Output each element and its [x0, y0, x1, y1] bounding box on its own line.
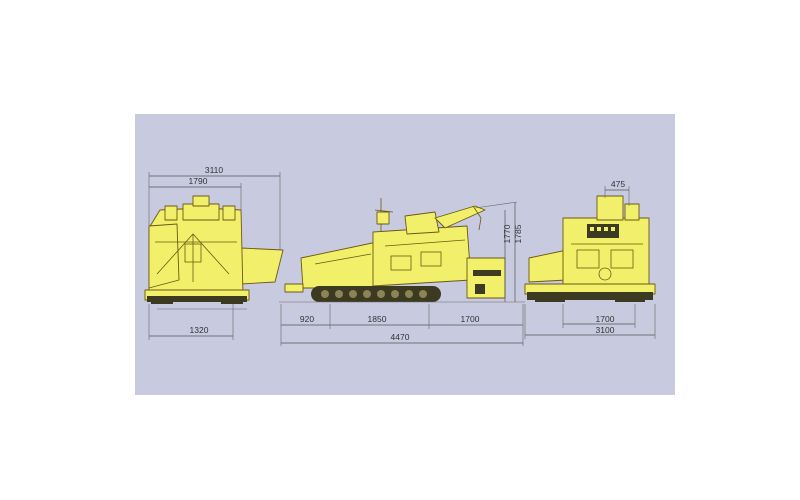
dim-label-920: 920	[300, 314, 314, 324]
dim-label-1320: 1320	[190, 325, 209, 335]
rear-view: 475 1700 3100	[524, 179, 656, 339]
dim-label-1700-rear: 1700	[596, 314, 615, 324]
front-view-dimensions	[148, 172, 281, 340]
side-view: 1770 1785 920 1850 1700 4470	[279, 198, 525, 346]
side-view-dimensions	[279, 201, 525, 346]
dim-label-1700-side: 1700	[461, 314, 480, 324]
dim-label-4470: 4470	[391, 332, 410, 342]
side-view-machine	[284, 198, 506, 302]
dim-label-1850: 1850	[368, 314, 387, 324]
dim-label-475: 475	[611, 179, 625, 189]
front-view: 3110 1790 1320	[144, 165, 284, 340]
dimension-drawing: 3110 1790 1320	[135, 114, 675, 395]
dim-label-1770: 1770	[502, 224, 512, 243]
dim-label-3110: 3110	[205, 165, 224, 175]
front-view-machine	[144, 195, 284, 304]
dim-label-1790: 1790	[189, 176, 208, 186]
drawing-panel: 3110 1790 1320	[135, 114, 675, 395]
rear-view-dimensions	[524, 186, 656, 339]
dim-label-1785: 1785	[513, 224, 523, 243]
dim-label-3100: 3100	[596, 325, 615, 335]
rear-view-machine	[524, 195, 656, 302]
